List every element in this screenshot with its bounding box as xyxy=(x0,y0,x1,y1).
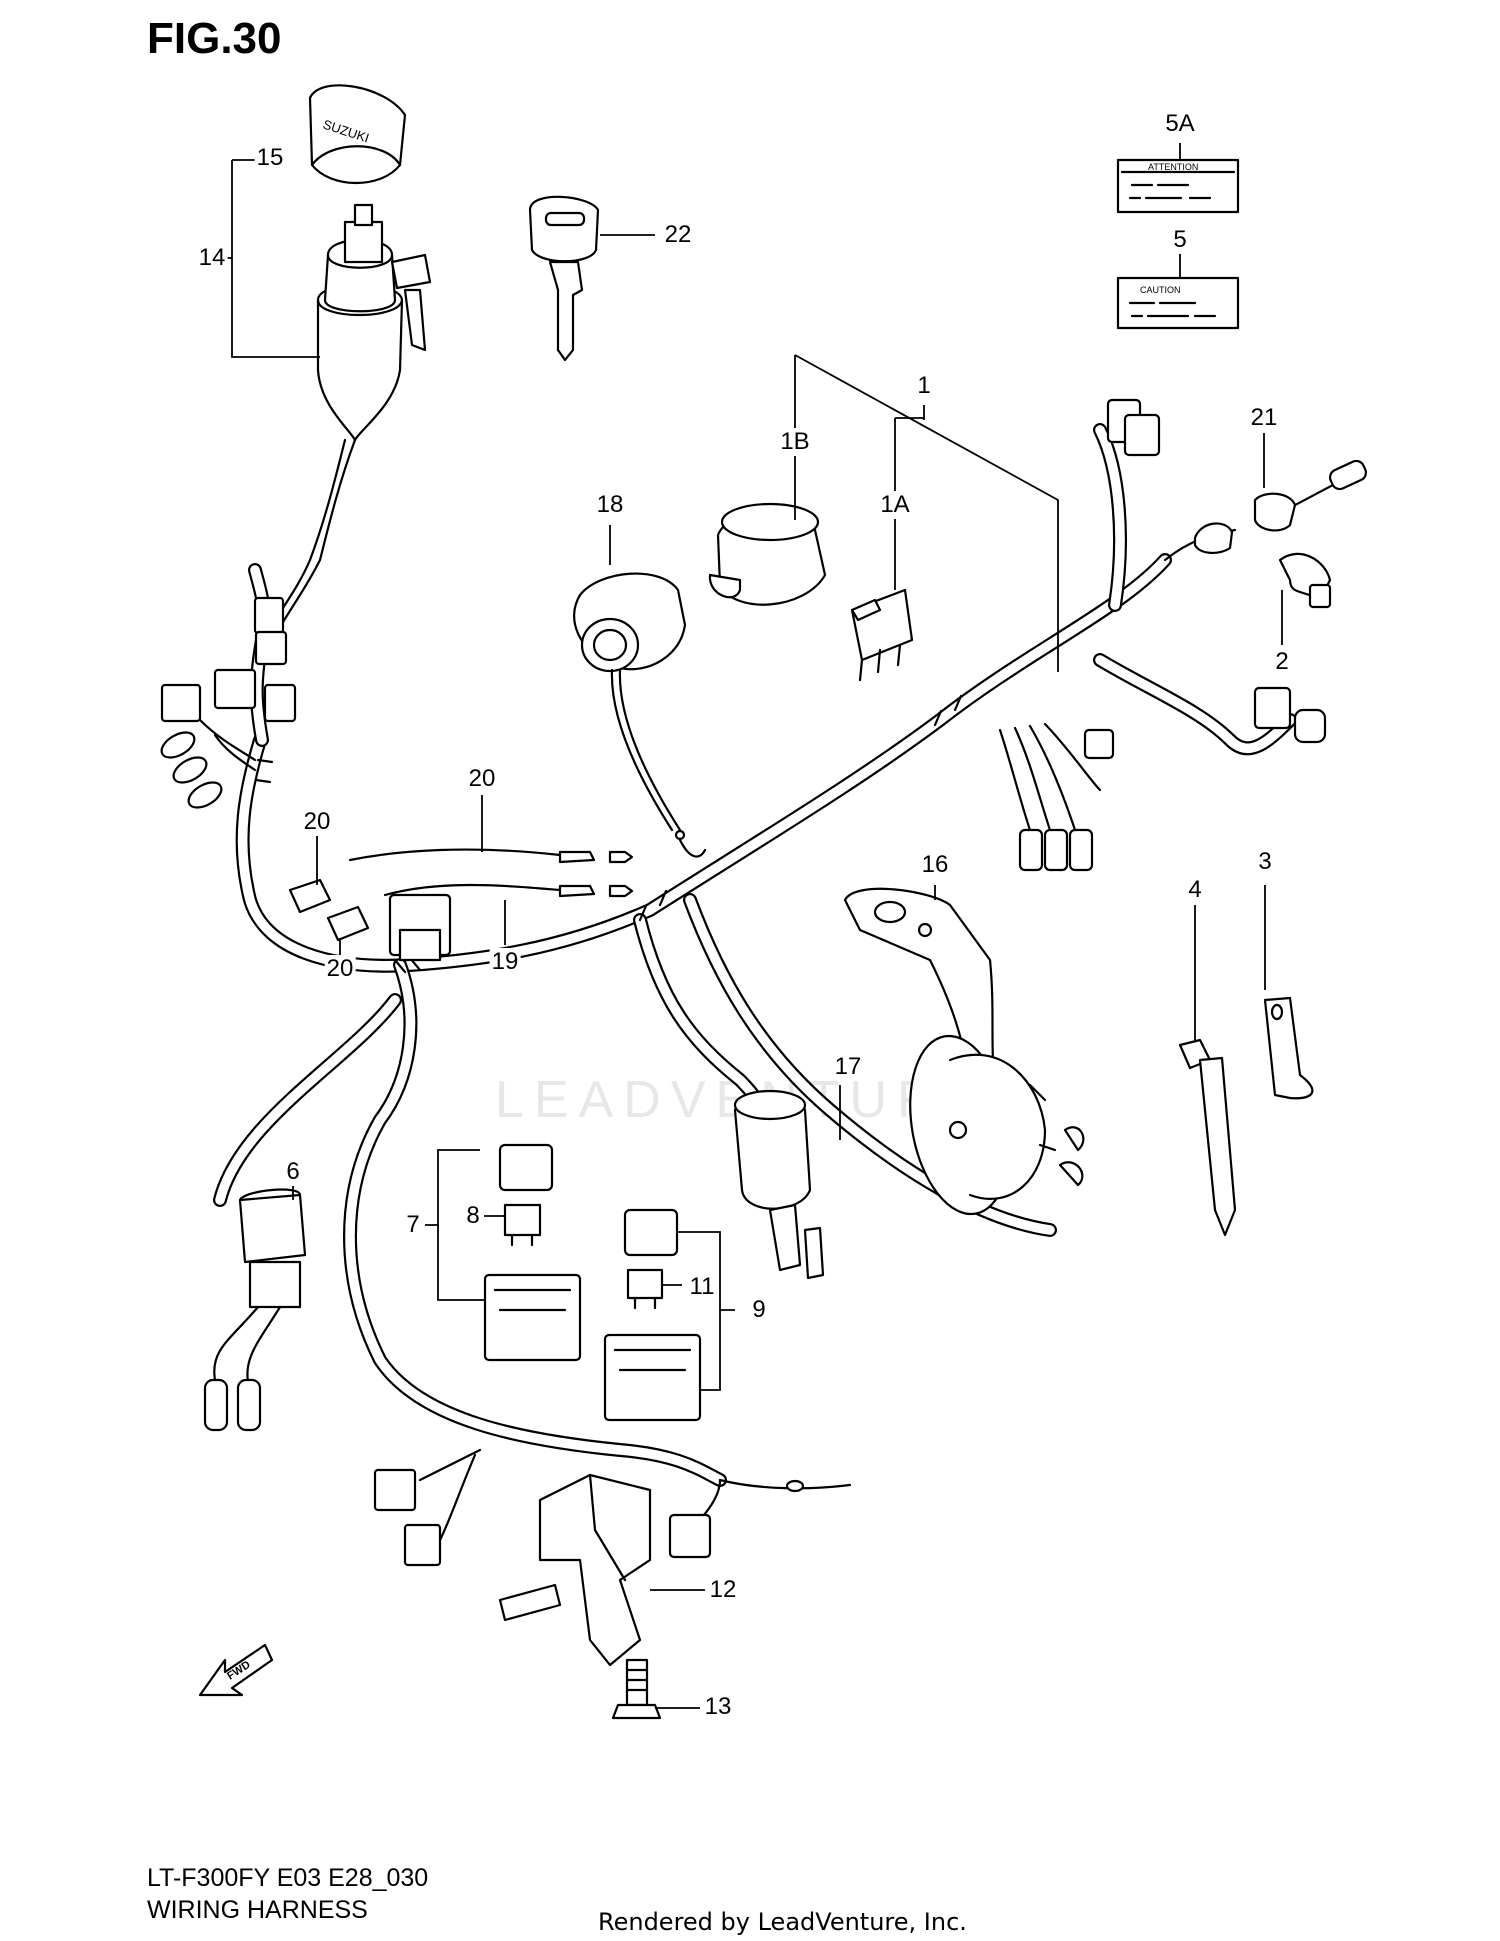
relay-1a xyxy=(850,588,914,682)
callout-12: 13 xyxy=(702,1693,734,1721)
callout-15: 16 xyxy=(919,851,951,879)
attention-text: ATTENTION xyxy=(1148,162,1198,172)
callout-21: 21 xyxy=(1248,404,1280,432)
figure-name: WIRING HARNESS xyxy=(147,1896,368,1924)
callout-14: 15 xyxy=(254,144,286,172)
coupler-21 xyxy=(1163,459,1368,562)
callout-6: 6 xyxy=(284,1158,302,1186)
callout-1a: 1A xyxy=(878,491,912,519)
ignition-switch-13 xyxy=(253,203,432,666)
label-5: CAUTION xyxy=(1116,276,1240,330)
terminal-cap-20a xyxy=(288,878,332,914)
lead-wire-18 xyxy=(383,883,634,898)
fuse-10 xyxy=(626,1268,664,1310)
callout-4: 4 xyxy=(1186,876,1204,904)
callout-5a: 5A xyxy=(1163,110,1197,138)
lead-wire-19 xyxy=(348,848,634,864)
callout-7: 7 xyxy=(404,1211,422,1239)
fwd-arrow: FWD xyxy=(198,1643,274,1697)
callout-3: 3 xyxy=(1256,848,1274,876)
band-3 xyxy=(1263,996,1314,1100)
callout-19: 20 xyxy=(466,765,498,793)
condenser-1b xyxy=(708,502,827,606)
callout-9: 9 xyxy=(750,1296,768,1324)
connector-7 xyxy=(483,1143,582,1362)
callout-17: 18 xyxy=(594,491,626,519)
connector-9 xyxy=(603,1208,702,1422)
callout-20-upper: 20 xyxy=(301,808,333,836)
handle-switch-17 xyxy=(573,572,707,858)
ignition-cover-14: SUZUKI xyxy=(308,84,407,185)
bolt-12 xyxy=(611,1658,662,1720)
terminal-cap-20b xyxy=(326,905,370,942)
callout-18: 19 xyxy=(489,948,521,976)
callout-5: 5 xyxy=(1171,226,1189,254)
callout-1: 1 xyxy=(915,372,933,400)
right-connector-bundle xyxy=(998,398,1327,872)
model-code: LT-F300FY E03 E28_030 xyxy=(147,1864,429,1892)
bracket-11 xyxy=(498,1473,652,1667)
callout-10: 11 xyxy=(687,1273,717,1301)
callout-16: 17 xyxy=(832,1053,864,1081)
render-credit: Rendered by LeadVenture, Inc. xyxy=(598,1908,967,1936)
callout-8: 8 xyxy=(464,1202,482,1230)
horn-16 xyxy=(909,1034,1085,1216)
relay-6 xyxy=(203,1188,307,1432)
callout-13: 14 xyxy=(196,244,228,272)
horn-bracket-15 xyxy=(843,887,997,1092)
caution-text: CAUTION xyxy=(1140,285,1181,295)
key-22 xyxy=(528,195,600,362)
figure-title: FIG.30 xyxy=(147,14,282,63)
label-5a: ATTENTION xyxy=(1116,158,1240,214)
clamp-2 xyxy=(1278,552,1332,609)
neutral-switch xyxy=(733,1089,825,1280)
lower-left-connectors xyxy=(373,1448,852,1567)
callout-1b: 1B xyxy=(778,428,812,456)
fuse-8 xyxy=(503,1203,542,1247)
fuse-holder xyxy=(388,893,452,962)
callout-20-lower: 20 xyxy=(324,955,356,983)
left-connector-bundle xyxy=(160,668,297,809)
callout-11: 12 xyxy=(707,1576,739,1604)
callout-2: 2 xyxy=(1273,648,1291,676)
cable-tie-4 xyxy=(1178,1038,1237,1237)
callout-22: 22 xyxy=(662,221,694,249)
leader-lines xyxy=(217,143,1283,1709)
